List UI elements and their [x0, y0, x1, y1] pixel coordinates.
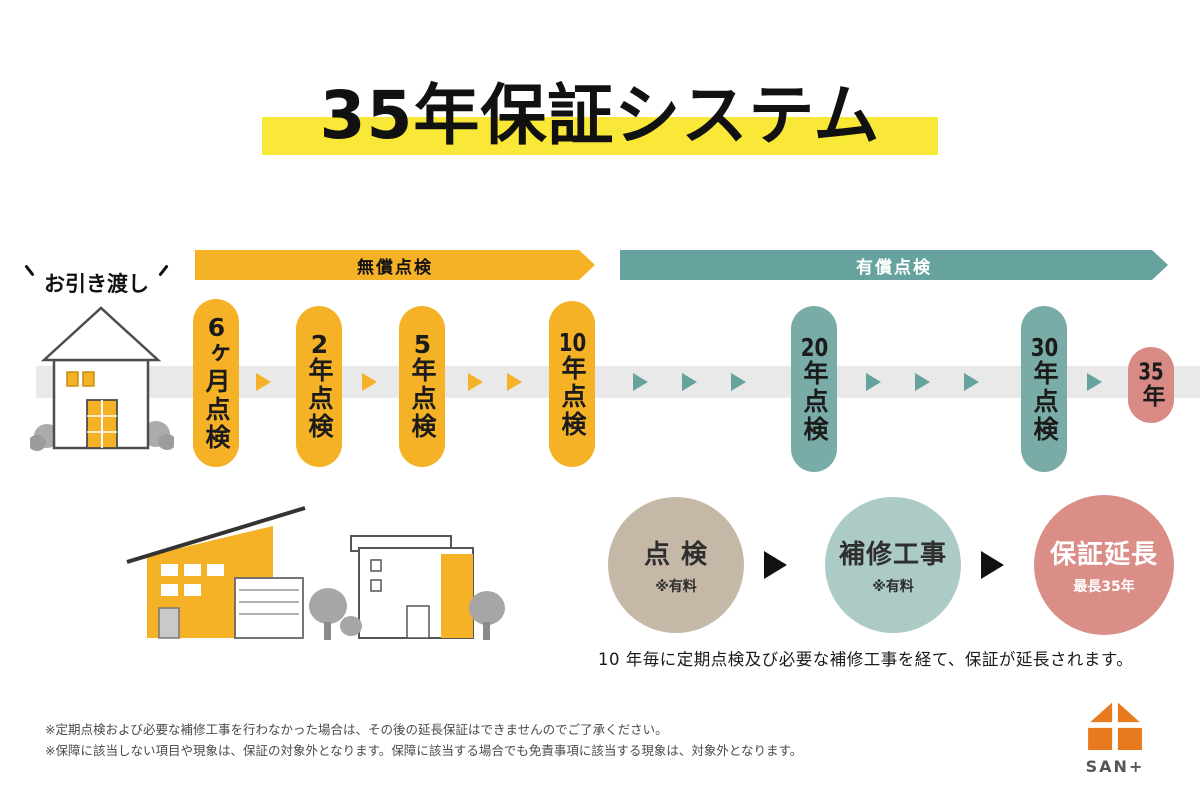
cycle-step-title: 補修工事 — [838, 540, 947, 570]
cycle-step-title: 保証延長 — [1049, 540, 1158, 570]
cycle-step-note: ※有料 — [872, 579, 914, 595]
footnote-line: ※保障に該当しない項目や現象は、保証の対象外となります。保障に該当する場合でも免… — [45, 742, 803, 758]
arrow-right-icon — [682, 373, 697, 391]
milestone-pill-10year: 10年点検 — [549, 301, 595, 467]
emphasis-mark — [24, 264, 35, 277]
milestone-number: 20 — [800, 334, 829, 360]
arrow-right-icon — [1087, 373, 1102, 391]
title-highlight-bar — [262, 117, 938, 155]
arrow-right-icon — [731, 373, 746, 391]
handover-house-illustration — [30, 306, 174, 451]
milestone-number: 2 — [310, 332, 329, 357]
cycle-step-extension: 保証延長 最長35年 — [1034, 495, 1174, 635]
cycle-step-note: ※有料 — [655, 579, 697, 595]
milestone-pill-2year: 2年点検 — [296, 306, 342, 467]
milestone-pill-6month: 6ヶ月点検 — [193, 299, 239, 467]
arrow-right-icon — [362, 373, 377, 391]
footnotes: ※定期点検および必要な補修工事を行わなかった場合は、その後の延長保証はできません… — [45, 720, 802, 761]
arrow-right-icon — [981, 551, 1004, 579]
milestone-number: 6 — [207, 314, 226, 340]
houses-illustration — [126, 506, 505, 640]
footnote-line: ※定期点検および必要な補修工事を行わなかった場合は、その後の延長保証はできません… — [45, 722, 668, 737]
free-inspection-banner-label: 無償点検 — [357, 257, 433, 278]
logo-text: SAN+ — [1085, 757, 1145, 776]
milestone-number: 30 — [1030, 334, 1059, 360]
arrow-right-icon — [964, 373, 979, 391]
arrow-right-icon — [256, 373, 271, 391]
san-plus-logo: SAN+ — [1080, 700, 1150, 776]
milestone-text: 年点検 — [558, 354, 587, 439]
milestone-text: 年点検 — [1030, 359, 1059, 444]
paid-inspection-banner-label: 有償点検 — [856, 257, 932, 278]
milestone-text: 年点検 — [305, 357, 334, 441]
arrow-right-icon — [866, 373, 881, 391]
milestone-number: 5 — [413, 332, 432, 357]
milestone-text: 年点検 — [408, 357, 437, 441]
cycle-step-title: 点 検 — [643, 540, 709, 570]
milestone-pill-30year: 30年点検 — [1021, 306, 1067, 472]
milestone-number: 35 — [1138, 360, 1164, 384]
arrow-right-icon — [915, 373, 930, 391]
cycle-step-inspection: 点 検 ※有料 — [608, 497, 744, 633]
milestone-pill-35year: 35年 — [1128, 347, 1174, 423]
milestone-text: 年 — [1138, 383, 1164, 410]
milestone-number: 10 — [558, 329, 587, 355]
milestone-text: ヶ月点検 — [202, 339, 231, 452]
logo-house-icon — [1088, 700, 1142, 750]
arrow-right-icon — [633, 373, 648, 391]
arrow-right-icon — [764, 551, 787, 579]
cycle-caption: 10 年毎に定期点検及び必要な補修工事を経て、保証が延長されます。 — [598, 650, 1134, 669]
emphasis-mark — [158, 264, 169, 277]
paid-inspection-banner: 有償点検 — [620, 250, 1168, 280]
free-inspection-banner: 無償点検 — [195, 250, 595, 280]
arrow-right-icon — [468, 373, 483, 391]
handover-label: お引き渡し — [24, 264, 169, 298]
handover-text: お引き渡し — [44, 272, 149, 296]
cycle-step-note: 最長35年 — [1073, 579, 1135, 595]
page-title: 35年保証システム — [319, 77, 881, 154]
arrow-right-icon — [507, 373, 522, 391]
cycle-step-repair: 補修工事 ※有料 — [825, 497, 961, 633]
milestone-text: 年点検 — [800, 359, 829, 444]
milestone-pill-20year: 20年点検 — [791, 306, 837, 472]
milestone-pill-5year: 5年点検 — [399, 306, 445, 467]
